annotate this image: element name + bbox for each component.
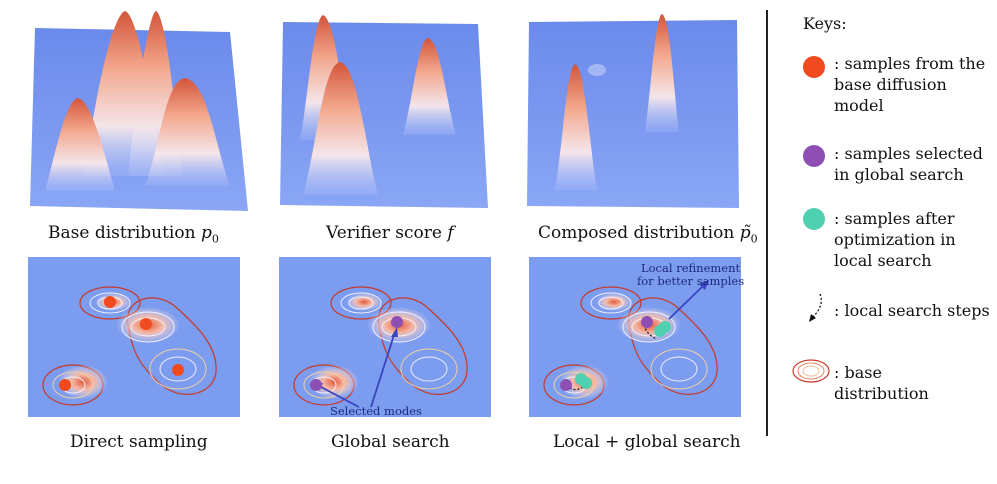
key-local-samples: : samples after optimization in local se… — [834, 209, 956, 270]
base-sample-key-icon — [803, 56, 825, 78]
key-global-samples: : samples selected in global search — [834, 144, 983, 184]
base-sample-dot — [140, 318, 152, 330]
caption-verifier-score: Verifier score f — [326, 223, 454, 243]
global-sample-dot — [391, 316, 403, 328]
global-sample-dot — [310, 379, 322, 391]
global-search-plot — [279, 257, 491, 417]
key-search-steps: : local search steps — [834, 301, 990, 320]
vertical-divider — [766, 10, 768, 436]
base-sample-dot — [104, 296, 116, 308]
base-sample-dot — [172, 364, 184, 376]
local-sample-key-icon — [803, 208, 825, 230]
composed-distribution-surface — [527, 14, 739, 208]
global-sample-dot — [560, 379, 572, 391]
local-refinement-label: Local refinement for better samples — [637, 261, 745, 288]
global-sample-key-icon — [803, 145, 825, 167]
global-sample-dot — [641, 316, 653, 328]
key-base-samples: : samples from the base diffusion model — [834, 54, 986, 115]
local-sample-dot — [659, 321, 671, 333]
search-steps-key-icon — [809, 293, 822, 322]
caption-global-search: Global search — [331, 432, 450, 452]
key-base-distribution: : base distribution — [834, 363, 929, 403]
caption-local-global-search: Local + global search — [553, 432, 741, 452]
verifier-score-surface — [280, 15, 488, 208]
local-sample-dot — [580, 377, 592, 389]
keys-title: Keys: — [803, 14, 847, 33]
local-global-search-plot — [529, 257, 741, 417]
base-distribution-key-icon — [792, 359, 830, 383]
direct-sampling-plot — [28, 257, 240, 417]
caption-direct-sampling: Direct sampling — [70, 432, 208, 452]
base-sample-dot — [59, 379, 71, 391]
base-distribution-surface — [30, 11, 248, 211]
selected-modes-label: Selected modes — [330, 404, 422, 418]
caption-composed-distribution: Composed distribution p̃0 — [538, 223, 758, 246]
caption-base-distribution: Base distribution p0 — [48, 223, 219, 246]
